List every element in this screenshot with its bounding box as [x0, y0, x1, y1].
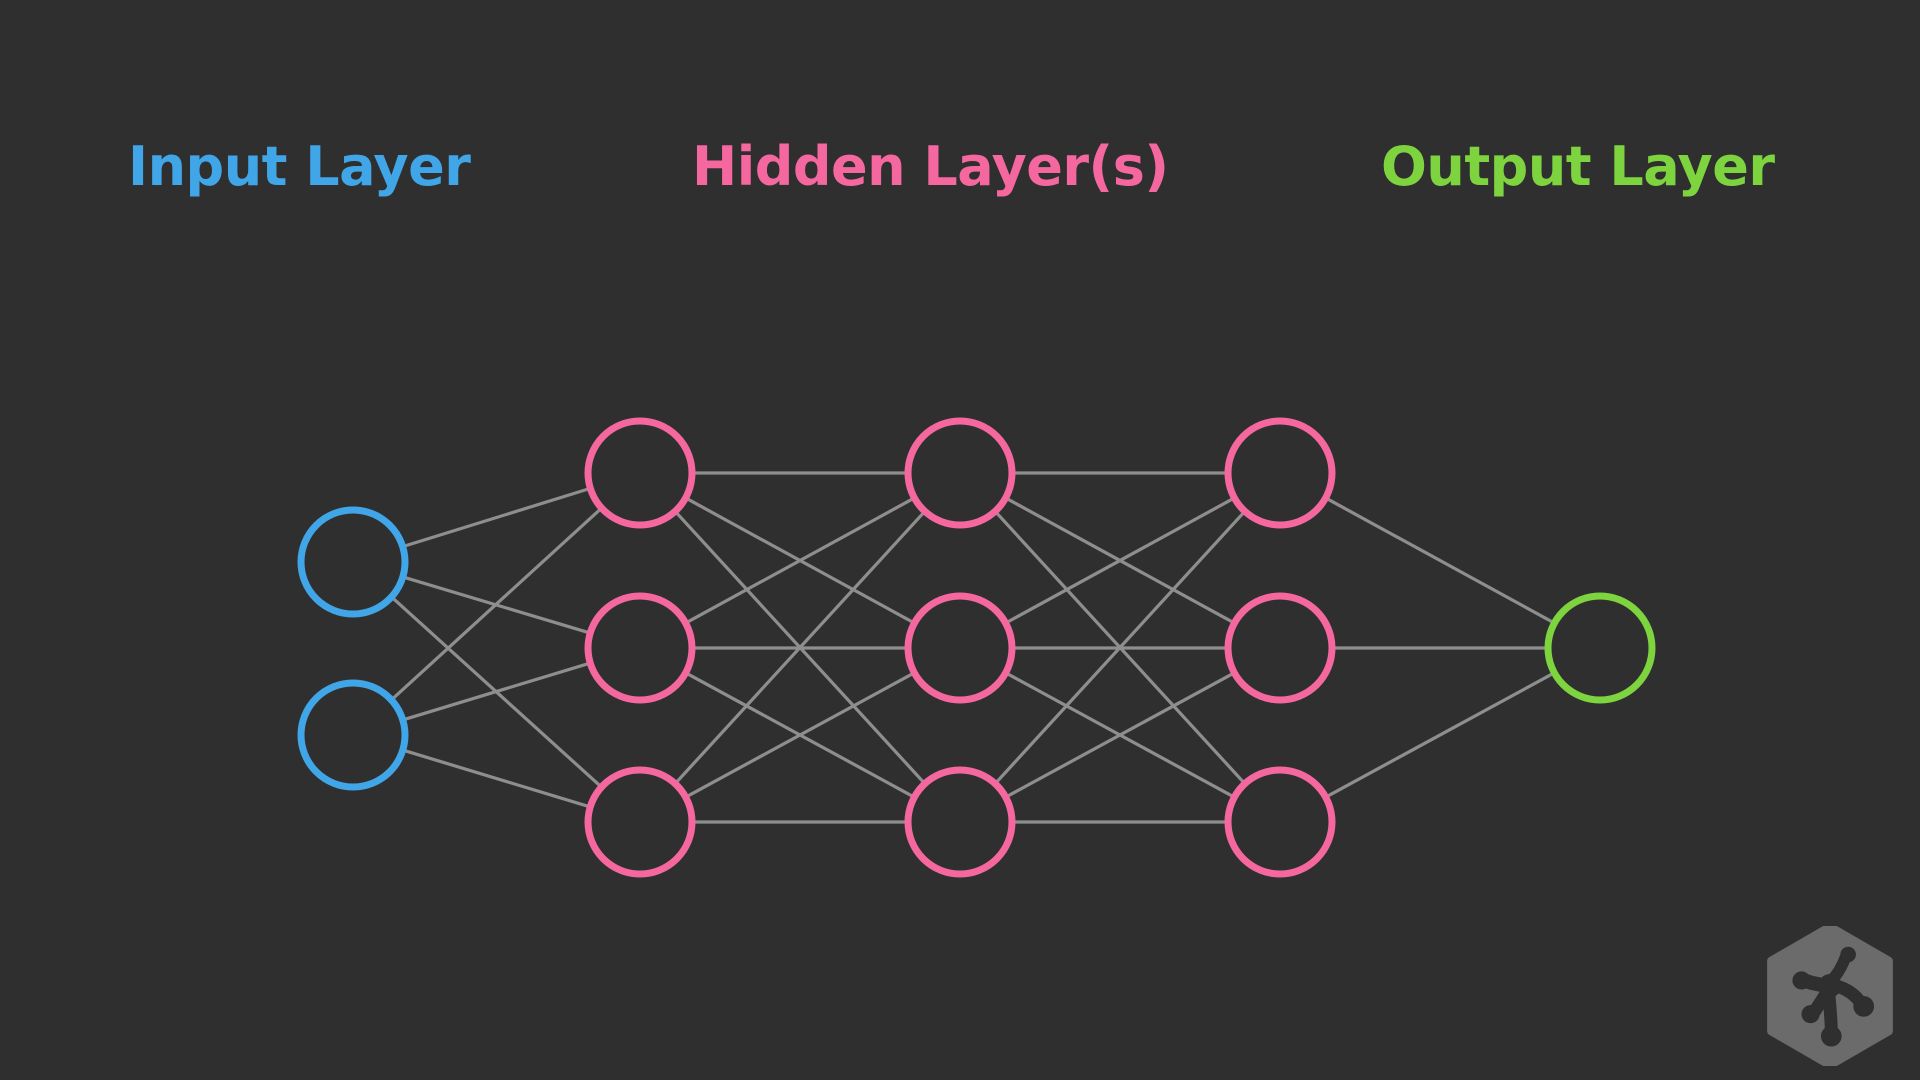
- hexagon-neuron-logo-icon: [1767, 926, 1893, 1066]
- neuron-node-hidden-1-1[interactable]: [584, 417, 696, 529]
- connection-edge: [993, 509, 1247, 786]
- neuron-node-hidden-1-2[interactable]: [584, 592, 696, 704]
- connection-edge: [1004, 671, 1236, 799]
- neuron-node-hidden-1-3[interactable]: [584, 766, 696, 878]
- connection-edge: [673, 509, 927, 786]
- neuron-node-hidden-3-1[interactable]: [1224, 417, 1336, 529]
- neuron-node-hidden-3-3[interactable]: [1224, 766, 1336, 878]
- neuron-node-hidden-2-2[interactable]: [904, 592, 1016, 704]
- neuron-node-output-1[interactable]: [1544, 592, 1656, 704]
- connection-edge: [684, 496, 916, 625]
- connection-edge: [401, 661, 592, 722]
- node-group: [297, 417, 1656, 878]
- connection-edge: [1324, 671, 1556, 799]
- neuron-node-input-1[interactable]: [297, 506, 409, 618]
- neuron-node-hidden-2-1[interactable]: [904, 417, 1016, 529]
- connection-edge: [401, 748, 592, 809]
- connection-edge: [401, 486, 592, 549]
- neuron-node-input-2[interactable]: [297, 679, 409, 791]
- edge-group: [389, 471, 1556, 824]
- connection-edge: [684, 671, 916, 799]
- connection-edge: [389, 506, 604, 702]
- neuron-node-hidden-2-3[interactable]: [904, 766, 1016, 878]
- connection-edge: [1004, 496, 1236, 625]
- neuron-node-hidden-3-2[interactable]: [1224, 592, 1336, 704]
- connection-edge: [1324, 496, 1556, 625]
